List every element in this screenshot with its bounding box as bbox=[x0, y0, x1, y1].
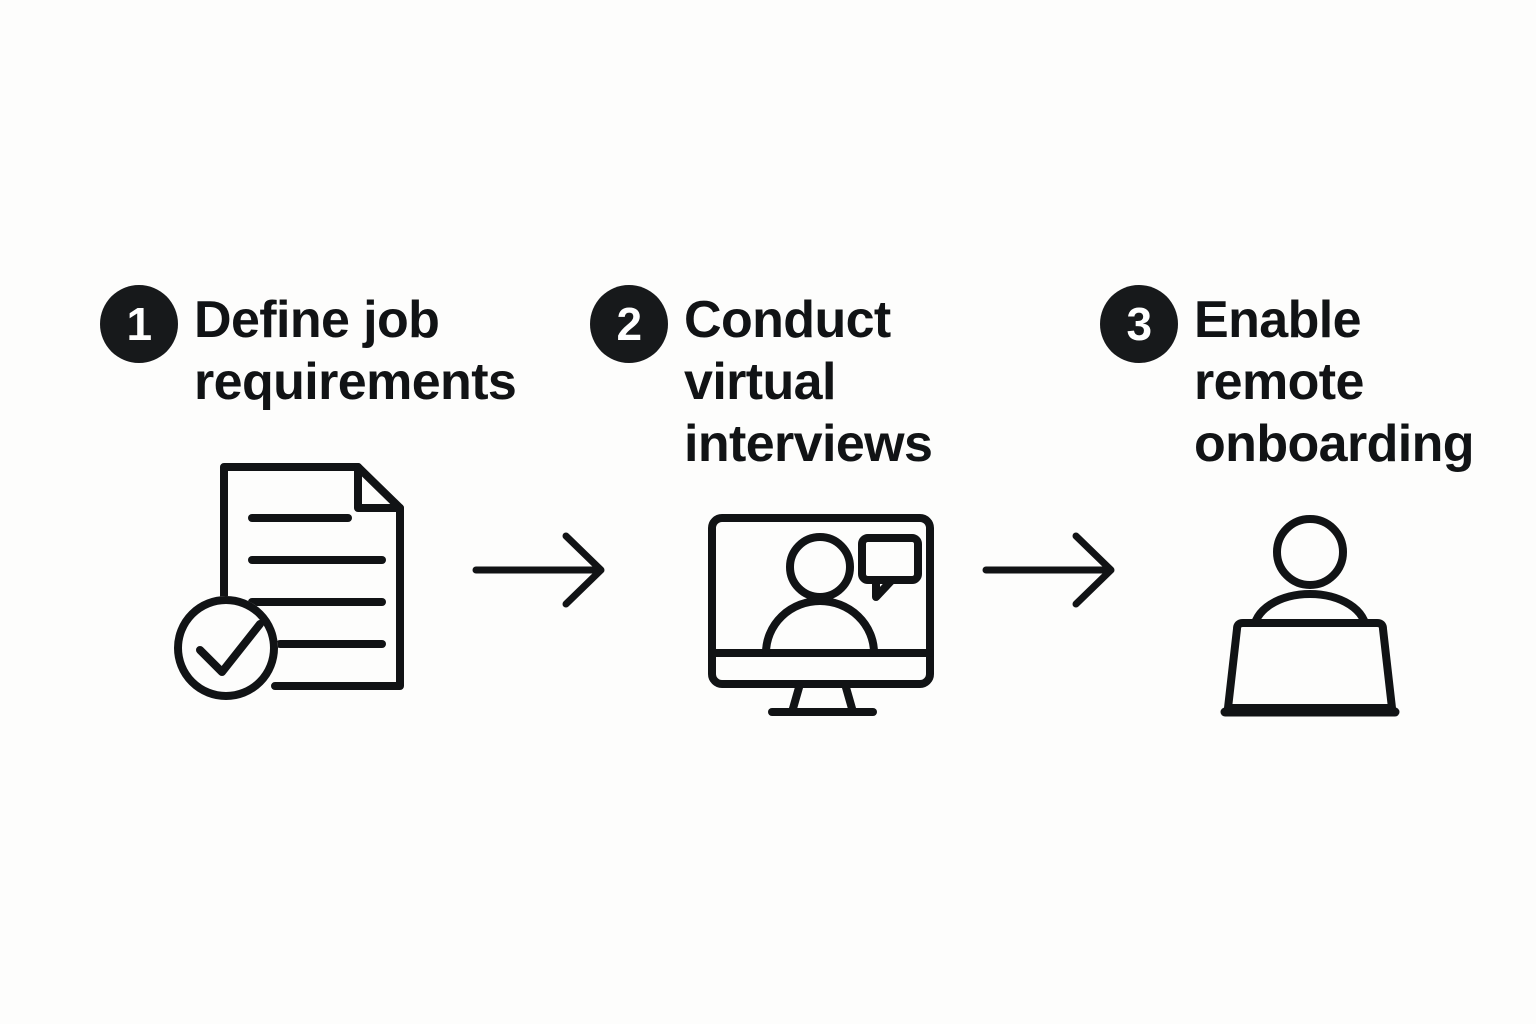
video-interview-monitor-icon bbox=[700, 505, 945, 720]
step-2-number-badge: 2 bbox=[590, 285, 668, 363]
step-2-header: 2 Conduct virtual interviews bbox=[590, 285, 933, 475]
process-step-1: 1 Define job requirements bbox=[100, 285, 517, 413]
step-3-header: 3 Enable remote onboarding bbox=[1100, 285, 1475, 475]
document-check-icon bbox=[160, 450, 420, 710]
step-1-header: 1 Define job requirements bbox=[100, 285, 517, 413]
step-1-title: Define job requirements bbox=[194, 291, 517, 411]
process-step-2: 2 Conduct virtual interviews bbox=[590, 285, 933, 475]
arrow-step1-to-step2 bbox=[470, 530, 620, 610]
step-2-title: Conduct virtual interviews bbox=[684, 291, 933, 473]
step-3-title: Enable remote onboarding bbox=[1194, 291, 1475, 473]
arrow-step2-to-step3 bbox=[980, 530, 1130, 610]
step-1-number-badge: 1 bbox=[100, 285, 178, 363]
remote-worker-laptop-icon bbox=[1210, 505, 1410, 720]
step-3-number-badge: 3 bbox=[1100, 285, 1178, 363]
process-step-3: 3 Enable remote onboarding bbox=[1100, 285, 1475, 475]
